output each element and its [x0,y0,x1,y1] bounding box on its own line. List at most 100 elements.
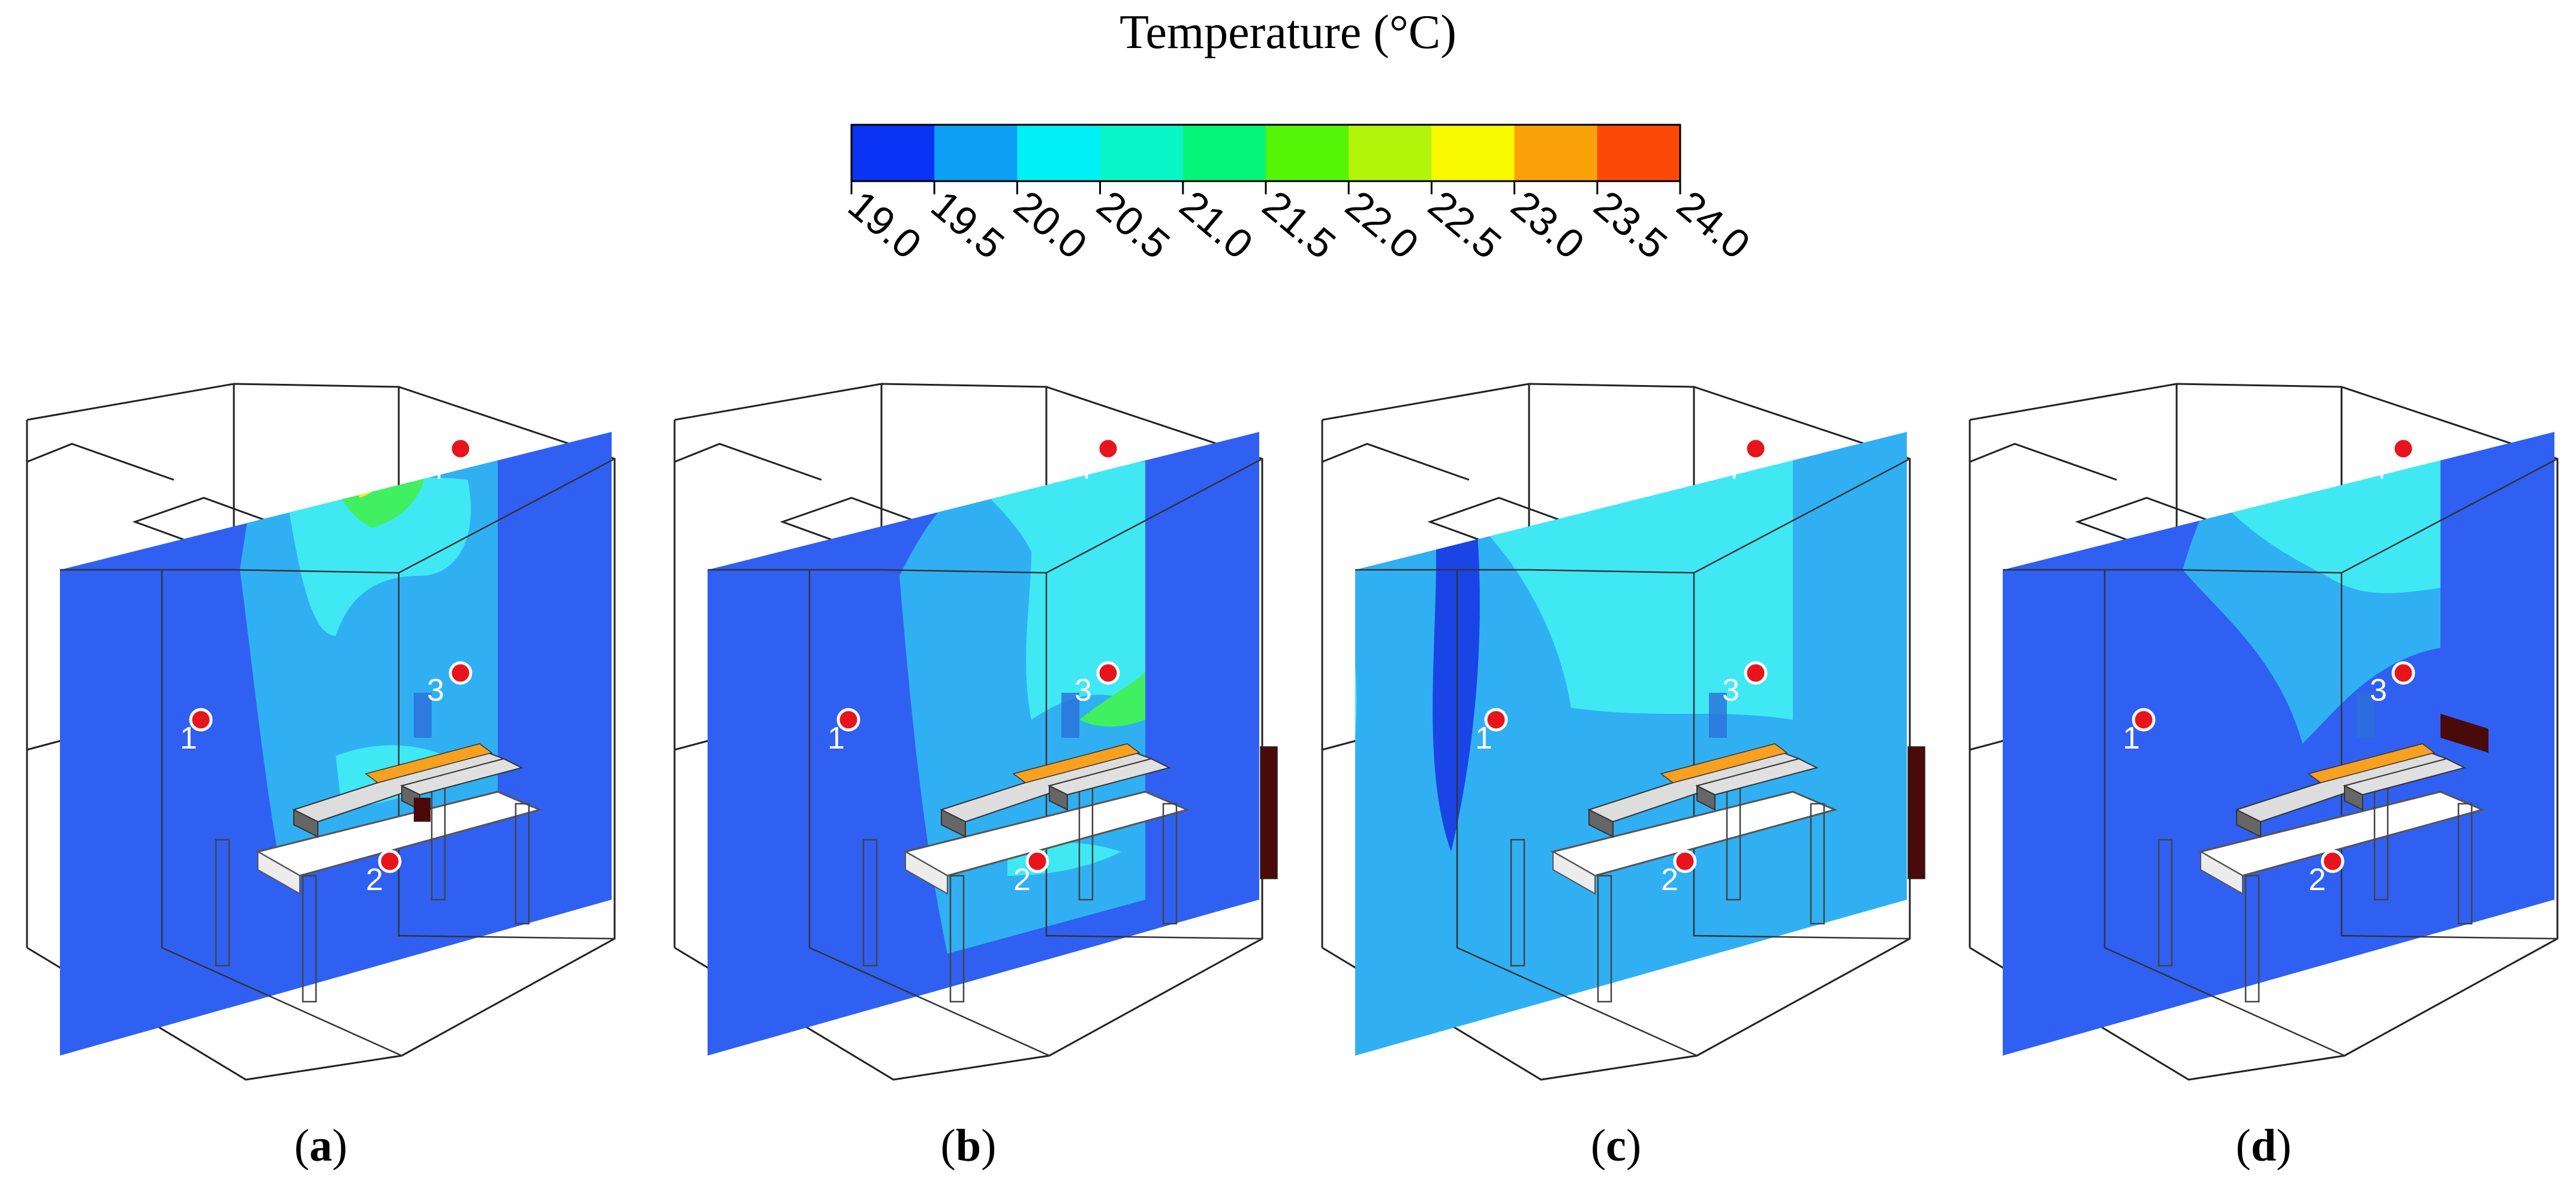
air-inlet [2357,693,2375,738]
probe-marker [378,849,402,873]
table-leg [514,803,530,925]
panel-caption: (b) [941,1120,997,1171]
heater-panel [2440,714,2488,753]
table-and-equipment [215,693,543,1003]
caption-paren-close: ) [981,1120,996,1171]
caption-letter: b [956,1120,981,1171]
heat-source-strip [1012,743,1140,783]
table-leg [302,875,317,1003]
caption-letter: c [1606,1120,1626,1171]
probe-label: 4 [2370,451,2387,486]
caption-paren-open: ( [1591,1120,1606,1171]
probe-marker [1025,849,1049,873]
probe-label: 2 [1013,863,1031,897]
air-inlet [1709,693,1727,738]
caption-paren-close: ) [332,1120,347,1171]
caption-paren-open: ( [2236,1120,2251,1171]
colorbar-bin [1514,125,1598,181]
probe-label: 4 [1722,451,1740,486]
probe-label: 1 [1475,721,1492,756]
caption-paren-close: ) [1626,1120,1641,1171]
colorbar-bin [1349,125,1432,181]
temperature-contour [1433,492,1480,852]
probe-marker [1096,661,1120,685]
table-leg [1597,875,1612,1003]
panel-b: 1 2 3 4 (b) [673,383,1278,1171]
colorbar-tick-label: 19.5 [923,182,1013,268]
colorbar-tick-label: 20.5 [1088,182,1178,268]
panel-caption: (a) [294,1120,348,1171]
probe-marker [1484,708,1508,732]
colorbar-tick-label: 23.0 [1503,182,1593,268]
colorbar-bin [1431,125,1515,181]
caption-paren-open: ( [294,1120,309,1171]
colorbar-title: Temperature (°C) [1120,6,1456,59]
colorbar-ticks: 19.019.520.020.521.021.522.022.523.023.5… [839,181,1759,268]
colorbar-bin [1266,125,1349,181]
table-and-equipment [1510,693,1925,1003]
table-leg [949,875,965,1003]
probe-marker [449,437,473,461]
room-wireframe-front [2003,458,2558,1057]
heat-source-strip [1660,743,1788,783]
temperature-contour [288,477,471,636]
probe-markers: 1 2 3 4 [1475,437,1768,897]
probe-marker [189,708,213,732]
probe-label: 2 [2309,863,2326,897]
probe-marker [1673,849,1697,873]
colorbar-tick-label: 19.0 [839,182,929,268]
room-wireframe-front [60,458,615,1057]
colorbar-bin [1182,125,1266,181]
heat-source-strip [365,743,493,783]
probe-marker [1744,437,1768,461]
probe-label: 3 [1075,673,1092,708]
temperature-slice [1355,432,1907,1056]
probe-label: 4 [427,451,444,486]
probe-marker [2391,437,2415,461]
air-inlet [1061,693,1079,738]
probe-label: 1 [827,721,845,756]
table-leg [1510,839,1525,967]
probe-marker [449,661,473,685]
probe-marker [1744,661,1768,685]
caption-paren-close: ) [2276,1120,2291,1171]
colorbar-tick-label: 21.0 [1171,182,1261,268]
air-inlet [414,693,432,738]
colorbar-tick-label: 22.0 [1337,182,1427,268]
temperature-contour [1079,672,1145,727]
probe-marker [1096,437,1120,461]
temperature-contour [983,462,1145,720]
probe-marker [2321,849,2345,873]
caption-paren-open: ( [941,1120,956,1171]
colorbar-bin [934,125,1018,181]
heat-source-strip [2307,743,2436,783]
colorbar-bin [1597,125,1681,181]
colorbar-tick-label: 22.5 [1420,182,1510,268]
probe-label: 4 [1075,451,1092,486]
caption-letter: a [309,1120,332,1171]
table-leg [2244,875,2260,1003]
probe-markers: 1 2 3 4 [827,437,1120,897]
colorbar-bin [851,125,935,181]
table-leg [2157,839,2173,967]
temperature-contour [1355,599,1357,789]
heater-panel [414,798,431,822]
table-leg [215,839,230,967]
probe-label: 2 [1661,863,1678,897]
probe-label: 3 [427,673,444,708]
colorbar-bin [1017,125,1101,181]
room-wireframe-front [708,458,1263,1057]
caption-letter: d [2251,1120,2276,1171]
heater-panel [1260,746,1278,879]
table-leg [1162,803,1178,925]
probe-marker [2132,708,2156,732]
colorbar-tick-label: 24.0 [1668,182,1758,268]
probe-label: 3 [1722,673,1740,708]
probe-marker [836,708,860,732]
table-leg [2457,803,2473,925]
table-leg [1810,803,1825,925]
